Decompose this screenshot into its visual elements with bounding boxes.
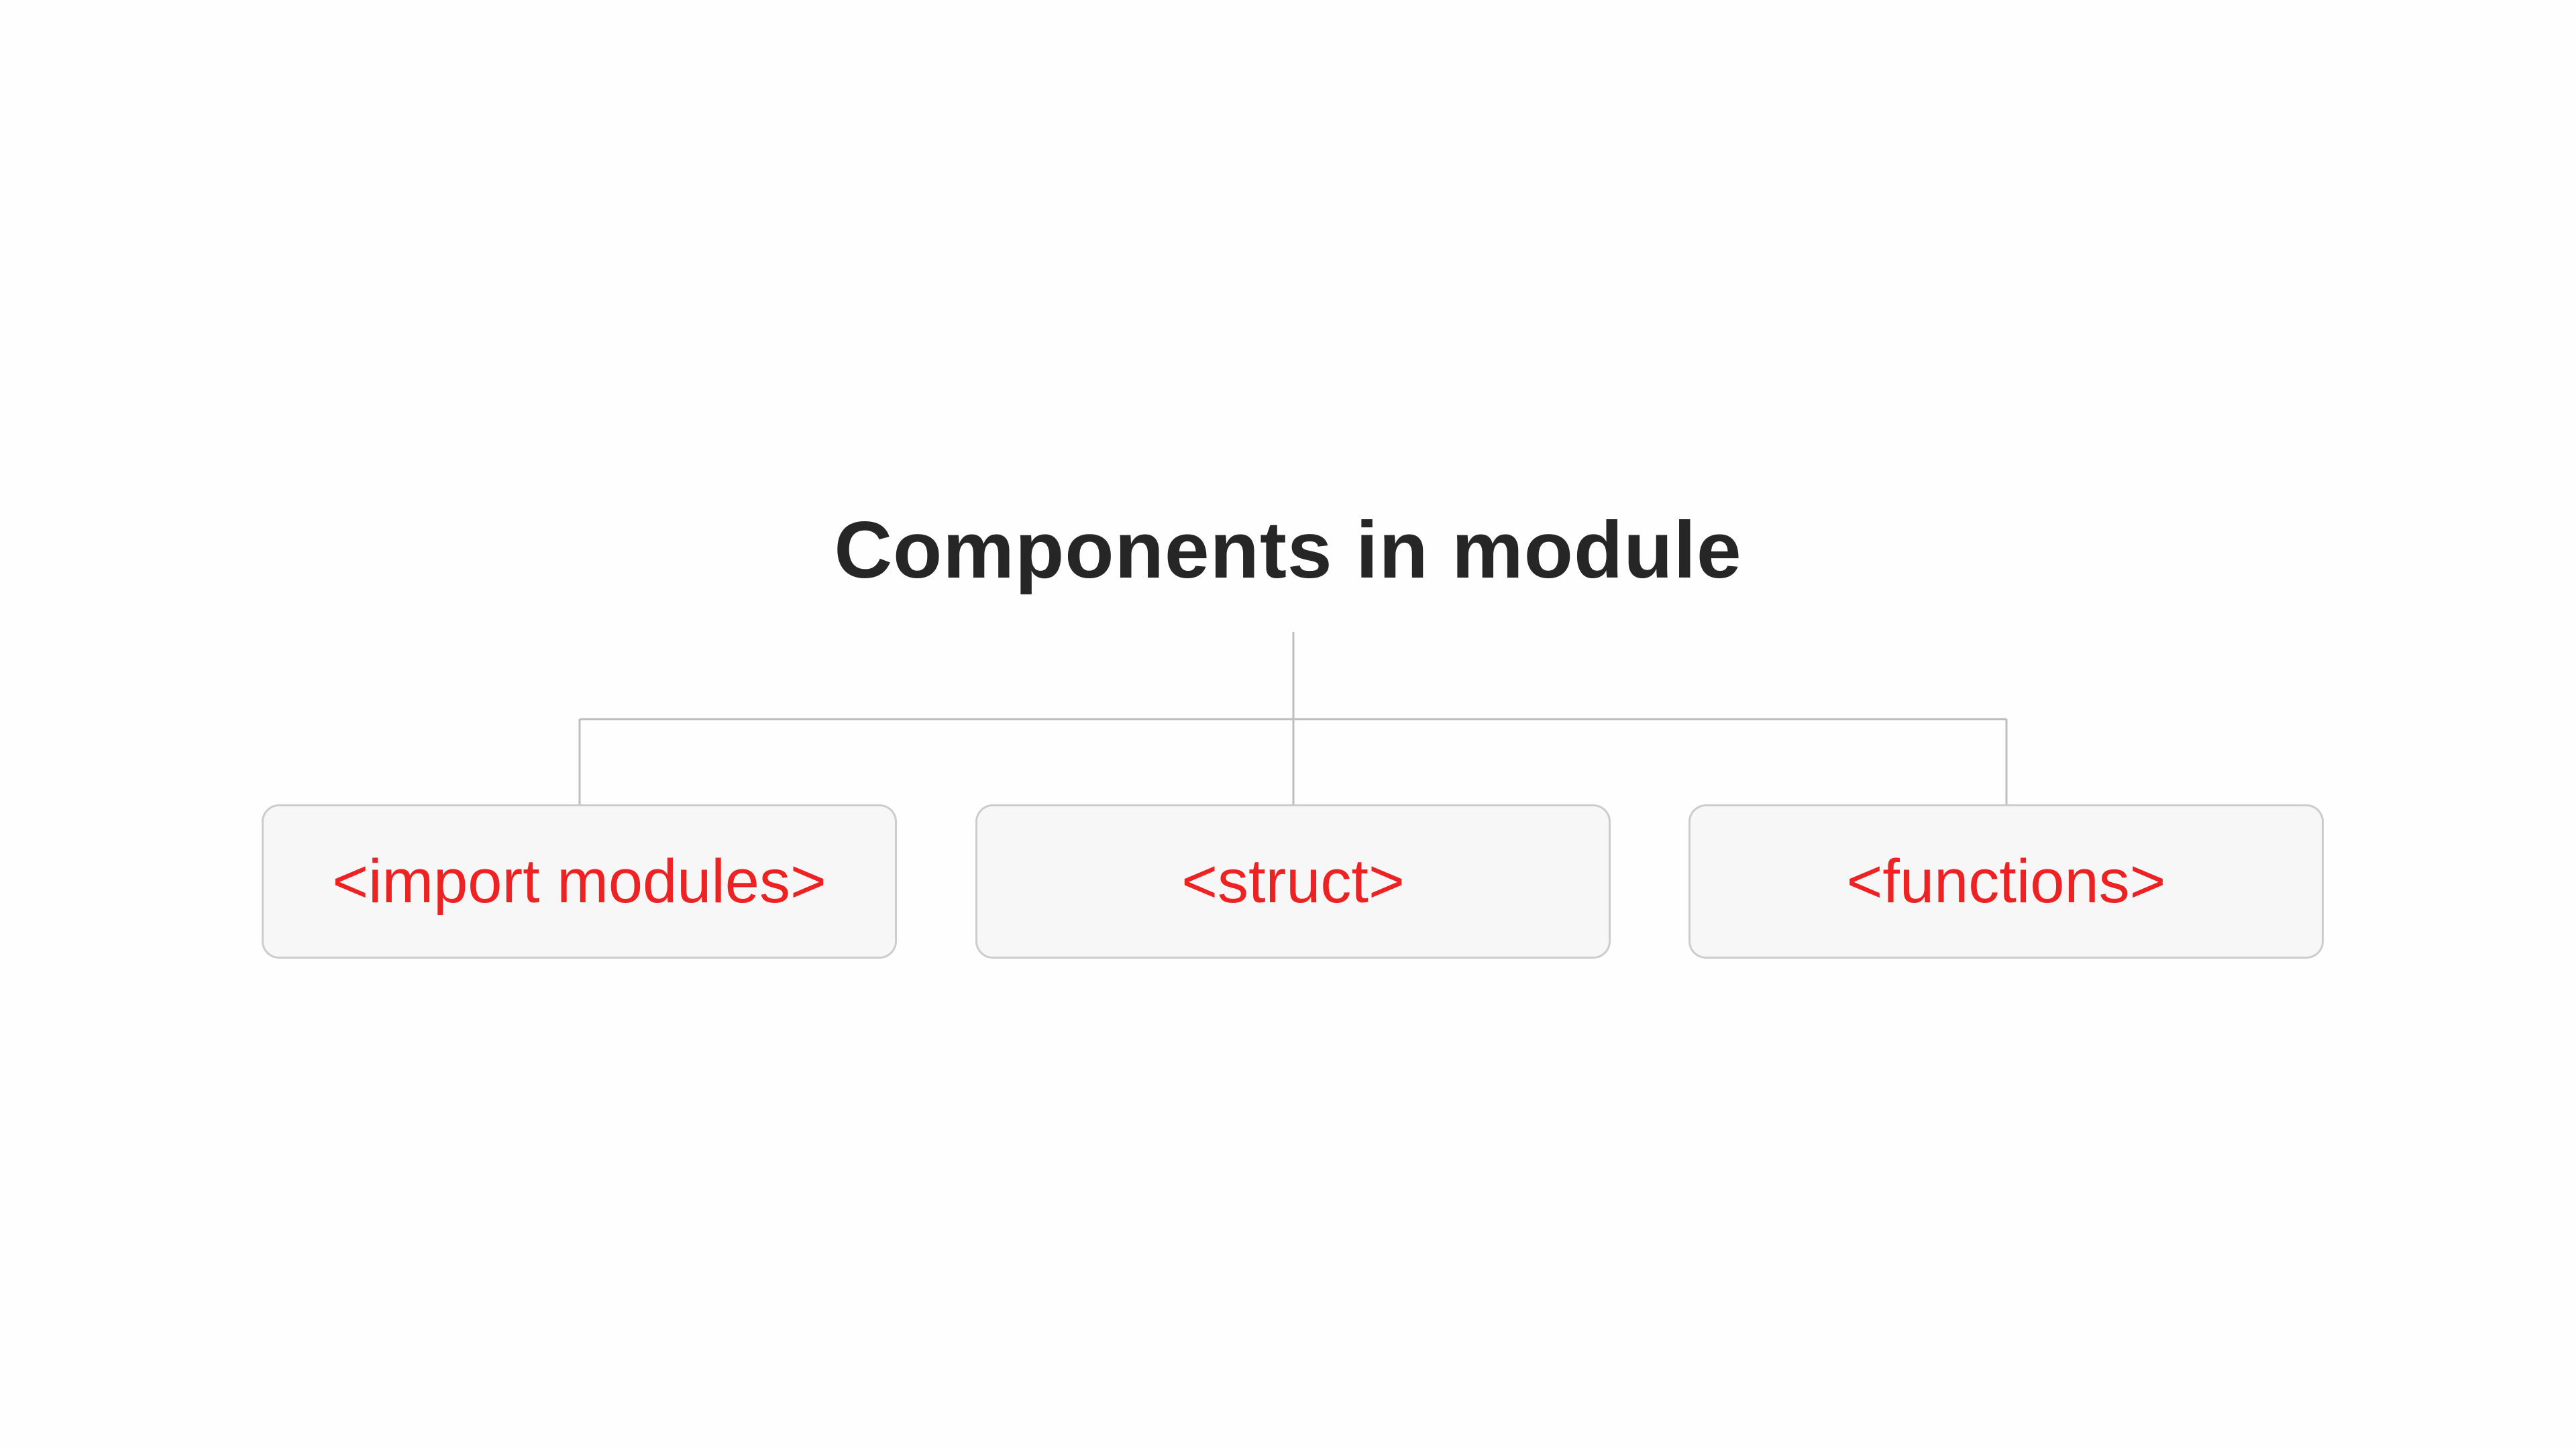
component-label: <functions>	[1846, 847, 2166, 916]
component-box-functions: <functions>	[1688, 804, 2324, 959]
component-box-import-modules: <import modules>	[262, 804, 897, 959]
diagram-title: Components in module	[834, 505, 1742, 595]
component-label: <import modules>	[332, 847, 826, 916]
component-box-struct: <struct>	[975, 804, 1611, 959]
component-label: <struct>	[1181, 847, 1405, 916]
